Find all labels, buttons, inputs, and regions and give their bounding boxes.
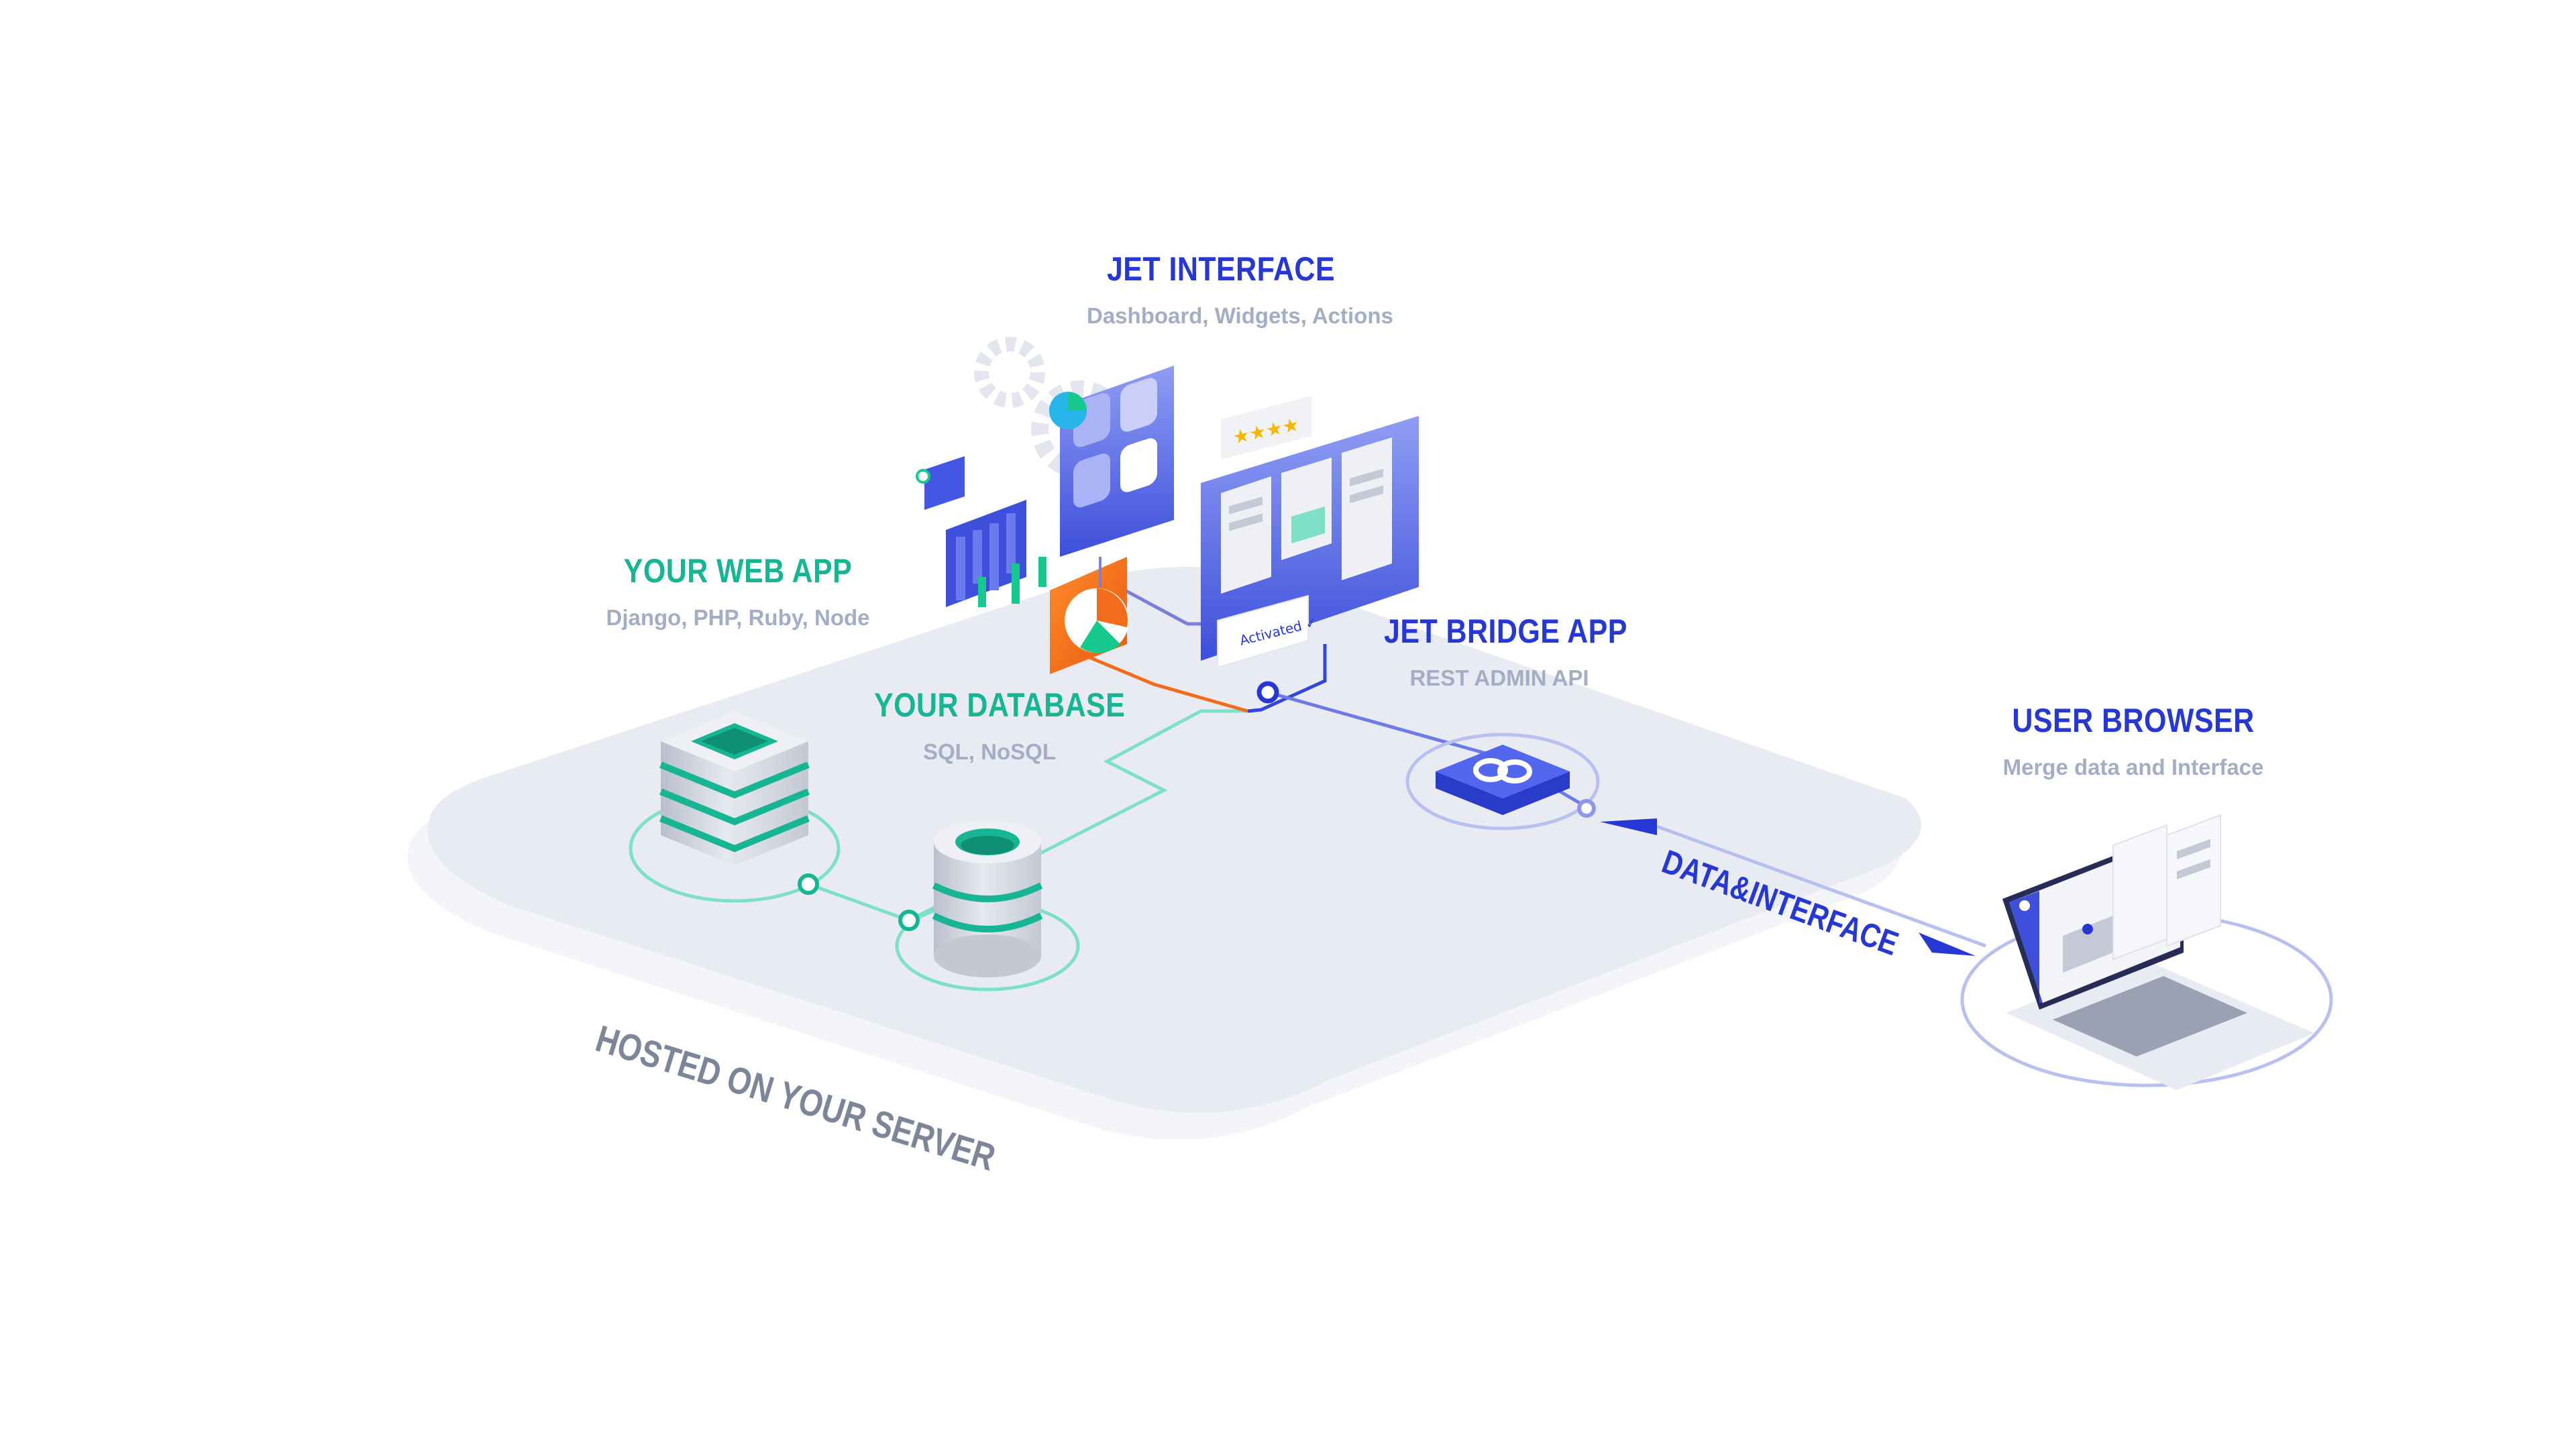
link-icon <box>1473 758 1532 784</box>
connector-orange <box>1073 649 1248 713</box>
gear-icon <box>974 337 1045 408</box>
bridge-connector-node <box>1256 681 1279 704</box>
jet-bridge-chip-icon <box>1405 733 1600 830</box>
user-browser-title: USER BROWSER <box>2012 702 2255 739</box>
user-browser-subtitle: Merge data and Interface <box>2002 755 2264 780</box>
connector-webapp-database <box>808 709 1254 922</box>
web-app-title: YOUR WEB APP <box>623 552 853 590</box>
jet-interface-label: JET INTERFACE Dashboard, Widgets, Action… <box>1087 250 1393 329</box>
jet-interface-title: JET INTERFACE <box>1106 250 1336 288</box>
database-subtitle: SQL, NoSQL <box>923 739 1056 764</box>
database-title: YOUR DATABASE <box>874 686 1126 724</box>
database-label: YOUR DATABASE SQL, NoSQL <box>855 686 1126 765</box>
jet-interface-subtitle: Dashboard, Widgets, Actions <box>1087 303 1393 328</box>
jet-interface-widgets: ★★★★ Activated ✓ <box>916 337 1419 674</box>
web-app-server-icon <box>629 711 841 903</box>
connector-bridge <box>1247 644 1327 713</box>
database-icon <box>895 820 1080 991</box>
jet-bridge-subtitle: REST ADMIN API <box>1409 665 1589 690</box>
web-app-subtitle: Django, PHP, Ruby, Node <box>606 605 870 630</box>
laptop-icon <box>1960 814 2333 1090</box>
jet-bridge-title: JET BRIDGE APP <box>1384 612 1627 650</box>
map-pin-icon <box>2082 924 2093 934</box>
jet-bridge-label: JET BRIDGE APP REST ADMIN API <box>1365 612 1633 691</box>
user-browser-label: USER BROWSER Merge data and Interface <box>1992 701 2274 780</box>
web-app-label: YOUR WEB APP Django, PHP, Ruby, Node <box>604 551 872 631</box>
data-interface-connector <box>1600 818 1986 956</box>
